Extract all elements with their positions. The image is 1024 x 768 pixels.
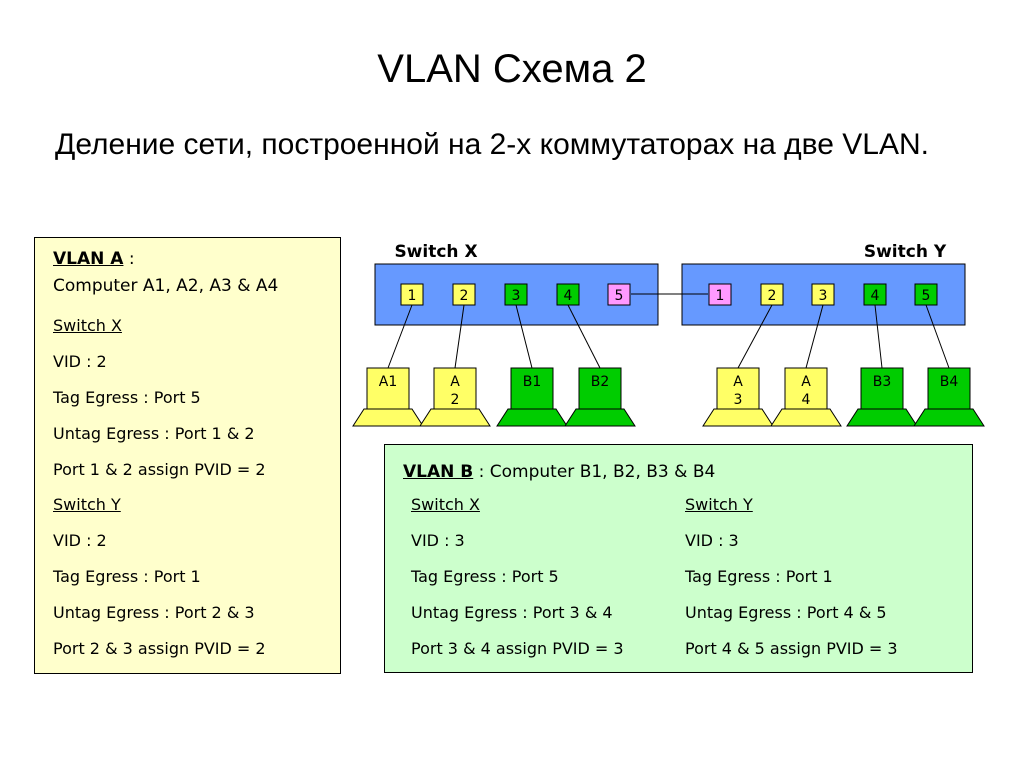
switch-y-port-3 (811, 283, 835, 306)
switch-y-computer-base-1 (702, 408, 774, 427)
switch-y-link-4 (925, 304, 950, 369)
switch-x-port-label-2: 2 (460, 288, 469, 304)
vlan-b-switch-x-untag-egress: Untag Egress : Port 3 & 4 (411, 603, 613, 622)
switch-y-computer-label-3: B3 (873, 374, 892, 390)
switch-x-link-1 (387, 304, 413, 369)
vlan-b-switch-x-pvid: Port 3 & 4 assign PVID = 3 (411, 639, 624, 658)
vlan-a-switch-x-pvid: Port 1 & 2 assign PVID = 2 (53, 460, 266, 479)
vlan-b-switch-y-tag-egress: Tag Egress : Port 1 (685, 567, 833, 586)
switch-x-port-1 (400, 283, 424, 306)
switch-y-port-1 (708, 283, 732, 306)
vlan-a-switch-y-label: Switch Y (53, 495, 121, 514)
switch-y-port-label-5: 5 (922, 288, 931, 304)
switch-y-port-5 (914, 283, 938, 306)
switch-y-port-label-4: 4 (871, 288, 880, 304)
vlan-b-name: VLAN B (403, 462, 474, 482)
switch-x-computer-3 (510, 367, 554, 410)
switch-y-label: Switch Y (864, 242, 947, 262)
vlan-b-switch-x-label: Switch X (411, 495, 480, 514)
page-title: VLAN Схема 2 (377, 47, 647, 91)
vlan-a-switch-x-vid: VID : 2 (53, 352, 107, 371)
vlan-a-switch-y-tag-egress: Tag Egress : Port 1 (53, 567, 201, 586)
switch-x-port-label-3: 3 (512, 288, 521, 304)
vlan-a-switch-x-tag-egress: Tag Egress : Port 5 (53, 388, 201, 407)
vlan-a-switch-y-pvid: Port 2 & 3 assign PVID = 2 (53, 639, 266, 658)
vlan-b-switch-y-pvid: Port 4 & 5 assign PVID = 3 (685, 639, 898, 658)
switch-y-computer-1 (716, 367, 760, 410)
switch-x-link-4 (567, 304, 601, 369)
switch-y-computer-4 (927, 367, 971, 410)
vlan-b-computers: : Computer B1, B2, B3 & B4 (473, 462, 716, 482)
vlan-a-switch-y-vid: VID : 2 (53, 531, 107, 550)
switch-x-port-3 (504, 283, 528, 306)
vlan-a-colon: : (123, 249, 135, 269)
switch-x-port-2 (452, 283, 476, 306)
switch-y-port-label-3: 3 (819, 288, 828, 304)
vlan-b-switch-y-label: Switch Y (685, 495, 753, 514)
vlan-a-name: VLAN A (53, 249, 124, 269)
switch-x-computer-4 (578, 367, 622, 410)
vlan-b-heading: VLAN B : Computer B1, B2, B3 & B4 (403, 462, 715, 482)
switch-y-link-1 (737, 304, 773, 369)
switch-x-port-5 (607, 283, 631, 306)
page-subtitle: Деление сети, построенной на 2-х коммута… (55, 128, 929, 161)
switch-x-port-4 (556, 283, 580, 306)
switch-y-port-4 (863, 283, 887, 306)
switch-x-label: Switch X (394, 242, 477, 262)
switch-x-computer-1 (366, 367, 410, 410)
vlan-a-switch-x-label: Switch X (53, 316, 122, 335)
switch-x-link-2 (454, 304, 465, 369)
switch-x-computer-label-4: B2 (591, 374, 610, 390)
switch-x-port-label-5: 5 (615, 288, 624, 304)
switch-y-port-label-1: 1 (716, 288, 725, 304)
switch-x-computer-base-3 (496, 408, 568, 427)
vlan-b-switch-x-vid: VID : 3 (411, 531, 465, 550)
vlan-a-switch-y-untag-egress: Untag Egress : Port 2 & 3 (53, 603, 255, 622)
vlan-b-panel (384, 444, 973, 673)
vlan-a-computers: Computer A1, A2, A3 & A4 (53, 276, 279, 296)
switch-x-port-label-1: 1 (408, 288, 417, 304)
switch-y-computer-base-3 (846, 408, 918, 427)
switch-x-link-3 (515, 304, 533, 369)
vlan-b-switch-x-tag-egress: Tag Egress : Port 5 (411, 567, 559, 586)
switch-x-computer-base-1 (352, 408, 424, 427)
switch-y-port-label-2: 2 (768, 288, 777, 304)
switch-x-computer-label-1: A1 (379, 374, 397, 390)
switch-y-computer-base-4 (913, 408, 985, 427)
switch-x-computer-label-3: B1 (523, 374, 542, 390)
switch-y-link-3 (874, 304, 883, 369)
switch-y-computer-3 (860, 367, 904, 410)
switch-x-computer-2 (433, 367, 477, 410)
vlan-b-switch-y-untag-egress: Untag Egress : Port 4 & 5 (685, 603, 887, 622)
switch-y-computer-label-4: B4 (940, 374, 959, 390)
switch-y-link-2 (805, 304, 824, 369)
switch-x-computer-base-4 (564, 408, 636, 427)
vlan-a-switch-x-untag-egress: Untag Egress : Port 1 & 2 (53, 424, 255, 443)
switch-y-computer-2 (784, 367, 828, 410)
switch-y-port-2 (760, 283, 784, 306)
vlan-a-heading: VLAN A : (53, 249, 135, 269)
switch-y-computer-base-2 (770, 408, 842, 427)
switch-x-computer-base-2 (419, 408, 491, 427)
switch-x-port-label-4: 4 (564, 288, 573, 304)
vlan-a-panel (34, 237, 341, 674)
vlan-b-switch-y-vid: VID : 3 (685, 531, 739, 550)
